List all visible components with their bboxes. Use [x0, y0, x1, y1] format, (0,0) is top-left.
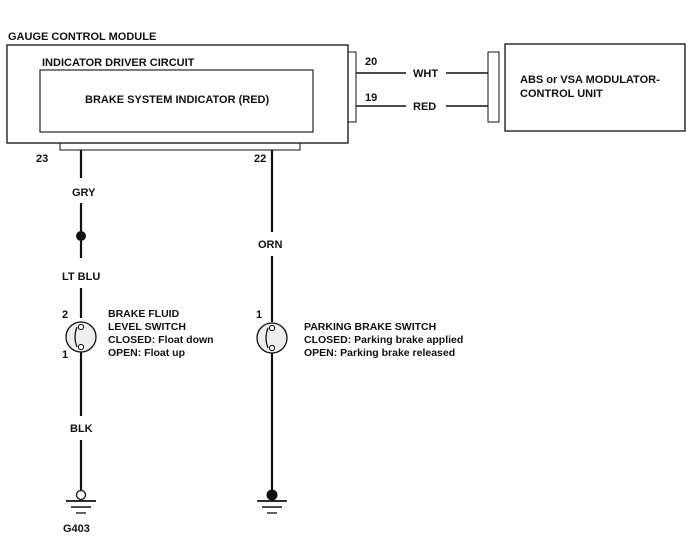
brake-fluid-switch-closed: CLOSED: Float down [108, 334, 214, 346]
wire-orn-label: ORN [258, 239, 283, 251]
indicator-driver-circuit-box [39, 69, 314, 133]
wire-wht-label: WHT [413, 68, 438, 80]
pin-20-label: 20 [365, 56, 377, 68]
brake-fluid-switch-pin1: 1 [62, 349, 68, 361]
parking-brake-switch-pin1: 1 [256, 309, 262, 321]
pin-23-label: 23 [36, 153, 48, 165]
pin-19-label: 19 [365, 92, 377, 104]
wire-lt-blu-label: LT BLU [62, 271, 100, 283]
module-right-connector [347, 51, 357, 123]
wire-gry-label: GRY [72, 187, 96, 199]
abs-vsa-unit-box [504, 43, 686, 132]
parking-brake-switch-icon [256, 322, 288, 354]
brake-fluid-switch-pin2: 2 [62, 309, 68, 321]
brake-fluid-switch-name2: LEVEL SWITCH [108, 321, 186, 333]
abs-unit-line1: ABS or VSA MODULATOR- [520, 74, 660, 86]
wire-blk-label: BLK [70, 423, 93, 435]
parking-brake-switch-open: OPEN: Parking brake released [304, 347, 455, 359]
abs-unit-line2: CONTROL UNIT [520, 88, 603, 100]
module-title: GAUGE CONTROL MODULE [8, 31, 156, 43]
ground-g403-icon [66, 489, 96, 514]
chassis-ground-icon [257, 489, 287, 514]
pin-22-label: 22 [254, 153, 266, 165]
brake-fluid-switch-open: OPEN: Float up [108, 347, 185, 359]
parking-brake-switch-closed: CLOSED: Parking brake applied [304, 334, 463, 346]
brake-fluid-switch-name1: BRAKE FLUID [108, 308, 180, 320]
module-bottom-connector [59, 142, 301, 151]
brake-fluid-level-switch-icon [65, 321, 97, 353]
ground-g403-label: G403 [63, 523, 90, 535]
splice-point [76, 231, 86, 241]
brake-system-indicator-label: BRAKE SYSTEM INDICATOR (RED) [85, 94, 269, 106]
parking-brake-switch-name: PARKING BRAKE SWITCH [304, 321, 436, 333]
abs-connector [487, 51, 500, 123]
driver-circuit-label: INDICATOR DRIVER CIRCUIT [42, 57, 195, 69]
wire-red-label: RED [413, 101, 436, 113]
